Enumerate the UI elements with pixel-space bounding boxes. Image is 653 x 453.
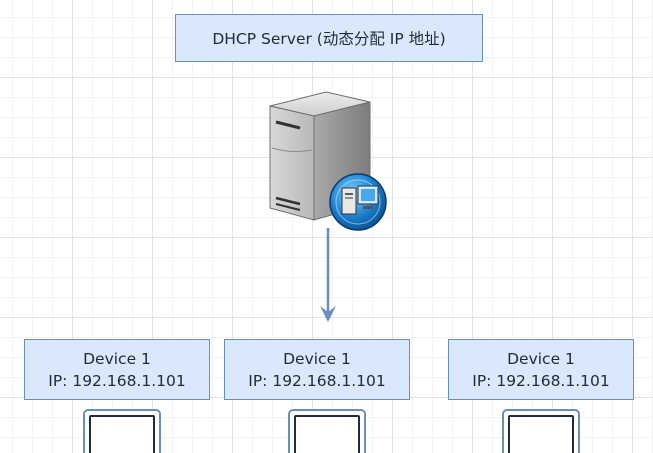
- device-ip: IP: 192.168.1.101: [248, 371, 386, 390]
- device-name: Device 1: [507, 349, 575, 368]
- dhcp-server-label[interactable]: DHCP Server (动态分配 IP 地址): [175, 14, 483, 62]
- server-icon[interactable]: [262, 88, 392, 234]
- monitor-icon[interactable]: [288, 409, 366, 453]
- device-name: Device 1: [283, 349, 351, 368]
- device-ip: IP: 192.168.1.101: [472, 371, 610, 390]
- device-name: Device 1: [83, 349, 151, 368]
- connection-arrow: [320, 228, 336, 322]
- dhcp-server-label-text: DHCP Server (动态分配 IP 地址): [212, 30, 446, 48]
- monitor-icon[interactable]: [83, 409, 161, 453]
- device-box[interactable]: Device 1 IP: 192.168.1.101: [224, 339, 410, 400]
- device-ip: IP: 192.168.1.101: [48, 371, 186, 390]
- monitor-icon[interactable]: [502, 409, 580, 453]
- device-box[interactable]: Device 1 IP: 192.168.1.101: [448, 339, 634, 400]
- device-box[interactable]: Device 1 IP: 192.168.1.101: [24, 339, 210, 400]
